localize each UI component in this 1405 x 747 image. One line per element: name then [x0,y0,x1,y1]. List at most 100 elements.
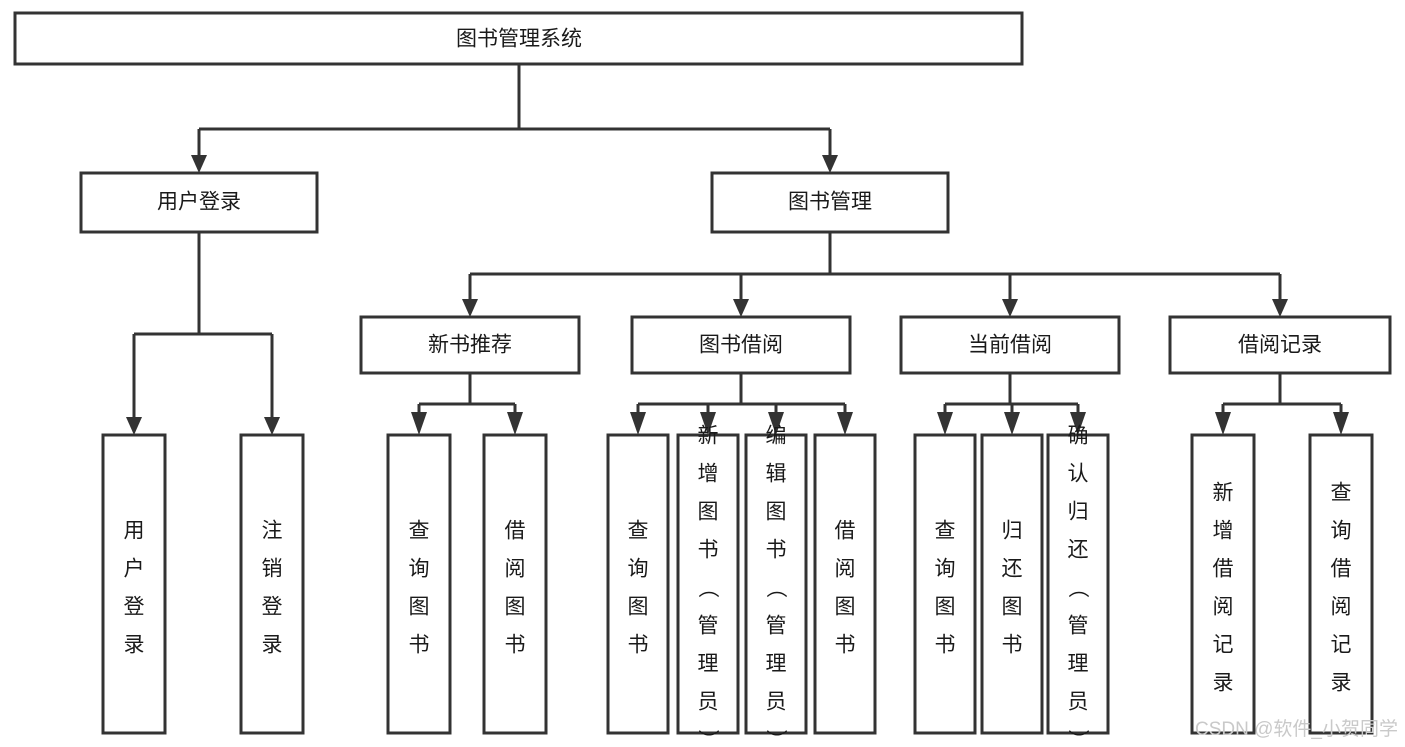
node-book-borrow-box[interactable] [630,315,852,375]
leaf-label-char: ） [1066,729,1089,747]
leaf-label-char: 图 [505,596,526,619]
leaf-label-char: 理 [766,653,787,676]
leaf-label-char: 阅 [505,558,526,581]
arrowhead-borrow-leaf-2 [700,412,716,435]
node-current-borrow[interactable]: 当前借阅 [899,315,1121,375]
leaf-label-char: 新 [1213,482,1234,505]
leaf-label-char: 查 [409,520,430,543]
node-root[interactable]: 图书管理系统 [13,11,1024,66]
leaf-box-5[interactable] [676,433,740,735]
arrowhead-borrow-leaf-3 [768,412,784,435]
leaf-box-4[interactable] [606,433,670,735]
node-new-book-recommend-box[interactable] [359,315,581,375]
leaf-label-char: 书 [409,634,430,657]
leaf-label-char: 管 [1068,615,1089,638]
leaf-box-11[interactable] [1190,433,1256,735]
arrowhead-records-leaf-2 [1333,412,1349,435]
leaf-box-10[interactable] [1046,433,1110,735]
leaf-label-char: 书 [935,634,956,657]
leaf-box-12[interactable] [1308,433,1374,735]
arrowhead-newbook-leaf-2 [507,412,523,435]
leaf-label-char: 录 [1331,672,1352,695]
leaf-box-8[interactable] [913,433,977,735]
leaf-box-1[interactable] [239,433,305,735]
node-borrow-records[interactable]: 借阅记录 [1168,315,1392,375]
node-current-borrow-box[interactable] [899,315,1121,375]
leaf-label-char: 还 [1068,539,1089,562]
leaf-box-9[interactable] [980,433,1044,735]
leaf-label-char: 认 [1068,463,1089,486]
leaf-label-char: （ [1066,577,1089,598]
leaf-label-char: 图 [409,596,430,619]
leaf-label-char: 编 [766,425,787,448]
leaf-label-char: 录 [262,634,283,657]
leaf-box-7[interactable] [813,433,877,735]
leaf-label-char: 录 [1213,672,1234,695]
leaf-label-char: 图 [935,596,956,619]
node-user-login-label: 用户登录 [157,191,241,214]
node-new-book-recommend-label: 新书推荐 [428,334,512,357]
leaf-label-char: 书 [1002,634,1023,657]
leaf-label-char: 还 [1002,558,1023,581]
leaf-label-char: 图 [698,501,719,524]
leaf-box-2[interactable] [386,433,452,735]
leaf-label-layer: 用户登录注销登录查询图书借阅图书查询图书新增图书（管理员）编辑图书（管理员）借阅… [124,425,1352,747]
leaf-box-3[interactable] [482,433,548,735]
leaf-label-char: 阅 [835,558,856,581]
arrowhead-newbook-leaf-1 [411,412,427,435]
leaf-label-char: 录 [124,634,145,657]
leaf-label-char: 借 [835,520,856,543]
leaf-box-6[interactable] [744,433,808,735]
leaf-label-char: 注 [262,520,283,543]
leaf-label-char: 借 [1213,558,1234,581]
leaf-label-char: 归 [1002,520,1023,543]
node-book-borrow[interactable]: 图书借阅 [630,315,852,375]
node-current-borrow-label: 当前借阅 [968,334,1052,357]
node-book-management[interactable]: 图书管理 [710,171,950,234]
node-user-login[interactable]: 用户登录 [79,171,319,234]
leaf-label-char: ） [764,729,787,747]
node-root-box[interactable] [13,11,1024,66]
leaf-label-char: 询 [628,558,649,581]
leaf-label-0: 用户登录 [124,520,145,657]
node-layer: 图书管理系统 用户登录 图书管理 新书推荐 图书借阅 当前 [13,11,1392,747]
arrowhead-user-login [191,155,207,173]
leaf-label-char: 员 [766,691,787,714]
leaf-label-char: （ [764,577,787,598]
leaf-label-char: 登 [124,596,145,619]
leaf-label-char: 登 [262,596,283,619]
leaf-label-char: 管 [766,615,787,638]
leaf-label-char: ） [696,729,719,747]
leaf-label-char: 管 [698,615,719,638]
node-book-borrow-label: 图书借阅 [699,334,783,357]
leaf-label-char: 书 [698,539,719,562]
leaf-box-0[interactable] [101,433,167,735]
arrowhead-current-leaf-2 [1004,412,1020,435]
arrowhead-userlogin-leaf-1 [126,417,142,435]
arrowhead-records [1272,299,1288,317]
leaf-label-char: 阅 [1331,596,1352,619]
leaf-label-char: 记 [1331,634,1352,657]
watermark-text: CSDN @软件_小贺同学 [1195,718,1398,740]
leaf-label-char: 员 [1068,691,1089,714]
leaf-label-char: 询 [935,558,956,581]
node-user-login-box[interactable] [79,171,319,234]
arrowhead-records-leaf-1 [1215,412,1231,435]
node-book-management-box[interactable] [710,171,950,234]
leaf-label-char: 新 [698,425,719,448]
leaf-label-char: 书 [766,539,787,562]
leaf-label-char: 理 [1068,653,1089,676]
leaf-label-char: 员 [698,691,719,714]
node-borrow-records-box[interactable] [1168,315,1392,375]
leaf-label-char: 借 [505,520,526,543]
node-new-book-recommend[interactable]: 新书推荐 [359,315,581,375]
